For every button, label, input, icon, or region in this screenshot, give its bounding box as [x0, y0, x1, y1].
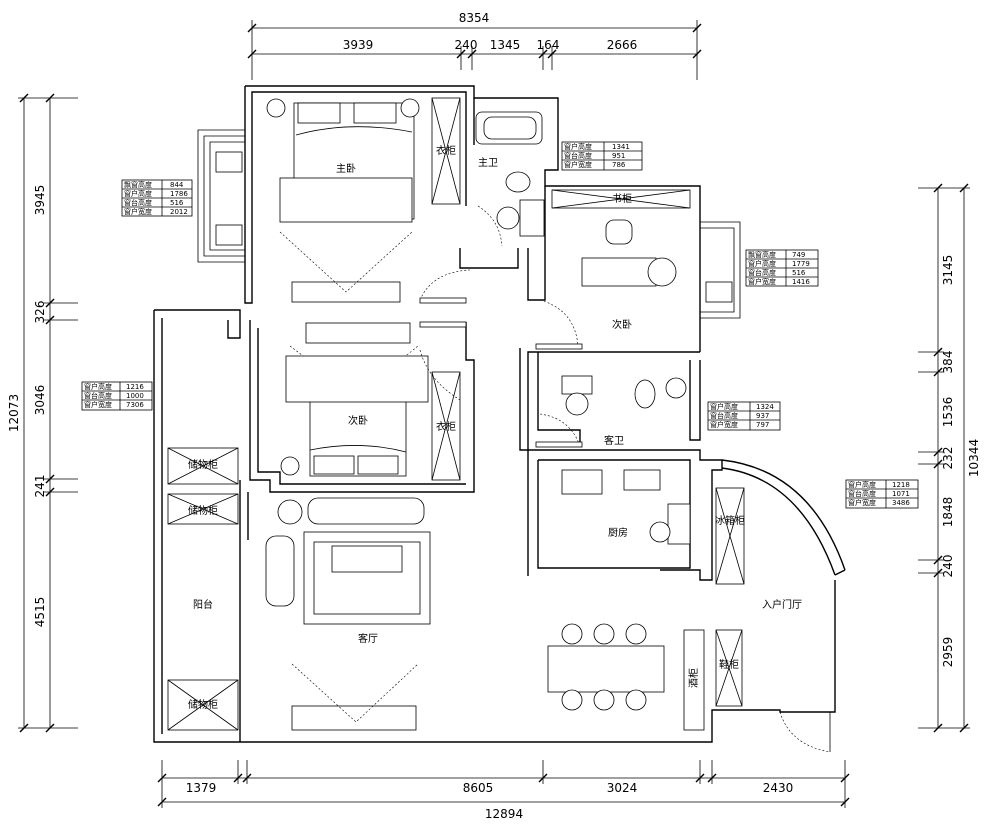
label-kitchen: 厨房	[608, 526, 628, 539]
t1-r4-value: 2012	[170, 208, 188, 216]
label-fridge-cabinet: 冰箱柜	[715, 514, 745, 527]
label-storage-1: 储物柜	[188, 458, 218, 471]
walls	[153, 85, 846, 743]
top-dim-1: 3939	[343, 38, 374, 52]
t2-r1-label: 窗户高度	[564, 142, 592, 151]
t4-r1-label: 窗户高度	[84, 382, 112, 391]
furniture	[167, 97, 831, 753]
t4-r3-label: 窗户宽度	[84, 400, 112, 409]
right-dim-5: 1848	[941, 497, 955, 528]
left-dim-4: 241	[33, 475, 47, 498]
spec-table-1: 飘窗高度 844 窗户高度 1786 窗台高度 516 窗户宽度 2012	[121, 179, 193, 217]
t2-r1-value: 1341	[612, 143, 630, 151]
t3-r3-label: 窗台高度	[748, 268, 776, 277]
bottom-dimension-lines	[157, 760, 850, 808]
bottom-total-dim: 12894	[485, 807, 523, 821]
t3-r1-value: 749	[792, 251, 805, 259]
top-dim-5: 2666	[607, 38, 638, 52]
t2-r2-value: 951	[612, 152, 625, 160]
label-living-room: 客厅	[358, 632, 378, 645]
label-entrance: 入户门厅	[762, 598, 802, 611]
t1-r4-label: 窗户宽度	[124, 207, 152, 216]
t5-r2-label: 窗台高度	[710, 411, 738, 420]
bottom-dim-1: 1379	[186, 781, 217, 795]
spec-table-5: 窗户高度 1324 窗台高度 937 窗户宽度 797	[707, 401, 781, 431]
label-wine-cabinet: 酒柜	[687, 668, 700, 688]
right-dim-3: 1536	[941, 397, 955, 428]
top-dim-3: 1345	[490, 38, 521, 52]
right-dim-2: 384	[941, 351, 955, 374]
t1-r3-label: 窗台高度	[124, 198, 152, 207]
t6-r2-label: 窗台高度	[848, 489, 876, 498]
t6-r2-value: 1071	[892, 490, 910, 498]
spec-table-2: 窗户高度 1341 窗台高度 951 窗户宽度 786	[561, 141, 643, 171]
right-total-dim: 10344	[967, 439, 981, 477]
t6-r3-label: 窗户宽度	[848, 498, 876, 507]
label-shoe-cabinet: 鞋柜	[719, 658, 739, 671]
left-total-dim: 12073	[7, 394, 21, 432]
label-master-bedroom: 主卧	[336, 162, 356, 175]
t3-r1-label: 飘窗高度	[748, 250, 776, 259]
t1-r3-value: 516	[170, 199, 184, 207]
right-dim-6: 240	[941, 555, 955, 578]
t1-r1-label: 飘窗高度	[124, 180, 152, 189]
right-dimension-lines	[918, 183, 970, 733]
t3-r2-label: 窗户高度	[748, 259, 776, 268]
bottom-dim-2: 8605	[463, 781, 494, 795]
t5-r1-value: 1324	[756, 403, 774, 411]
left-dim-5: 4515	[33, 597, 47, 628]
t3-r2-value: 1779	[792, 260, 810, 268]
label-storage-3: 储物柜	[188, 698, 218, 711]
label-storage-2: 储物柜	[188, 504, 218, 517]
left-dim-2: 326	[33, 301, 47, 324]
top-dimension-lines	[247, 20, 702, 80]
t5-r2-value: 937	[756, 412, 769, 420]
bottom-dim-3: 3024	[607, 781, 638, 795]
t3-r4-label: 窗户宽度	[748, 277, 776, 286]
top-dim-2: 240	[455, 38, 478, 52]
t6-r1-value: 1218	[892, 481, 910, 489]
left-dim-1: 3945	[33, 185, 47, 216]
t4-r2-label: 窗台高度	[84, 391, 112, 400]
t6-r3-value: 3486	[892, 499, 910, 507]
t2-r3-label: 窗户宽度	[564, 160, 592, 169]
t4-r2-value: 1000	[126, 392, 144, 400]
label-closet-2: 衣柜	[436, 420, 456, 433]
t2-r2-label: 窗台高度	[564, 151, 592, 160]
top-dim-4: 164	[537, 38, 560, 52]
spec-table-3: 飘窗高度 749 窗户高度 1779 窗台高度 516 窗户宽度 1416	[745, 249, 819, 287]
right-dim-1: 3145	[941, 255, 955, 286]
right-dim-7: 2959	[941, 637, 955, 668]
t1-r1-value: 844	[170, 181, 184, 189]
spec-table-6: 窗户高度 1218 窗台高度 1071 窗户宽度 3486	[845, 479, 919, 509]
t5-r3-label: 窗户宽度	[710, 420, 738, 429]
t4-r1-value: 1216	[126, 383, 144, 391]
label-guest-bath: 客卫	[604, 434, 624, 447]
label-closet-1: 衣柜	[436, 144, 456, 157]
label-balcony: 阳台	[193, 598, 213, 611]
top-total-dim: 8354	[459, 11, 490, 25]
right-dim-4: 232	[941, 447, 955, 470]
left-dimension-lines	[18, 93, 78, 733]
label-bookshelf: 书柜	[612, 192, 632, 205]
t3-r3-value: 516	[792, 269, 806, 277]
t6-r1-label: 窗户高度	[848, 480, 876, 489]
left-dim-3: 3046	[33, 385, 47, 416]
label-master-bath: 主卫	[478, 157, 498, 169]
t4-r3-value: 7306	[126, 401, 144, 409]
t1-r2-value: 1786	[170, 190, 188, 198]
t2-r3-value: 786	[612, 161, 626, 169]
spec-table-4: 窗户高度 1216 窗台高度 1000 窗户宽度 7306	[81, 381, 153, 411]
t5-r3-value: 797	[756, 421, 769, 429]
bottom-dim-4: 2430	[763, 781, 794, 795]
t3-r4-value: 1416	[792, 278, 810, 286]
label-second-bedroom-a: 次卧	[612, 318, 632, 331]
label-second-bedroom-b: 次卧	[348, 414, 368, 427]
t1-r2-label: 窗户高度	[124, 189, 152, 198]
t5-r1-label: 窗户高度	[710, 402, 738, 411]
